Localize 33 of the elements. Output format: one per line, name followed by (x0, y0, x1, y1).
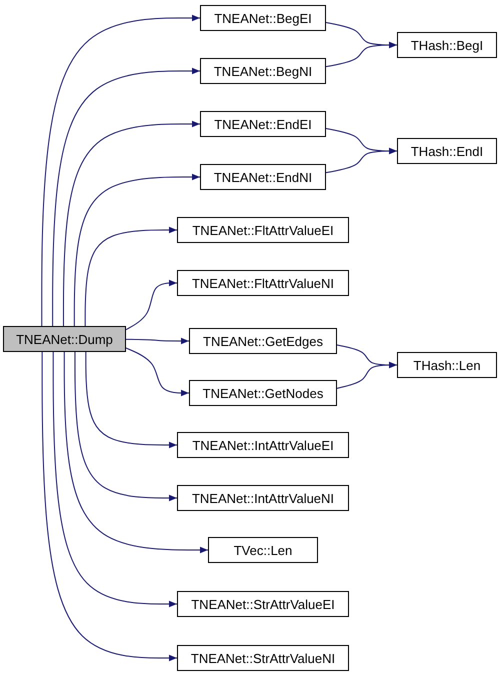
function-box: TNEANet::BegNI (200, 58, 326, 84)
arrow (52, 68, 200, 326)
arrow (336, 362, 398, 389)
arrow (126, 280, 178, 330)
function-box: TVec::Len (208, 537, 318, 563)
function-box: TNEANet::IntAttrValueNI (177, 485, 349, 511)
arrow (42, 352, 178, 662)
function-box: TNEANet::GetEdges (189, 328, 337, 354)
arrow (326, 148, 398, 174)
arrow (126, 348, 190, 396)
function-box: THash::Len (397, 352, 497, 378)
arrow (74, 352, 178, 502)
function-box: THash::EndI (397, 138, 497, 164)
arrow (126, 338, 190, 344)
function-box: TNEANet::IntAttrValueEI (177, 432, 349, 458)
function-box: TNEANet::EndEI (200, 111, 326, 137)
function-box: THash::BegI (397, 32, 497, 58)
arrow (85, 352, 178, 448)
arrow (41, 14, 200, 326)
function-box: TNEANet::GetNodes (189, 380, 337, 406)
arrow (326, 42, 398, 68)
function-box: TNEANet::BegEI (200, 5, 326, 31)
function-box: TNEANet::Dump (3, 326, 126, 352)
function-box: TNEANet::StrAttrValueEI (177, 591, 349, 617)
arrow (64, 352, 208, 554)
function-box: TNEANet::EndNI (200, 164, 326, 190)
function-box: TNEANet::FltAttrValueNI (177, 270, 349, 296)
arrow (52, 352, 178, 608)
arrow (84, 226, 178, 326)
arrow (62, 120, 200, 326)
function-box: TNEANet::FltAttrValueEI (177, 217, 349, 243)
arrow (74, 174, 200, 326)
function-box: TNEANet::StrAttrValueNI (177, 645, 349, 671)
